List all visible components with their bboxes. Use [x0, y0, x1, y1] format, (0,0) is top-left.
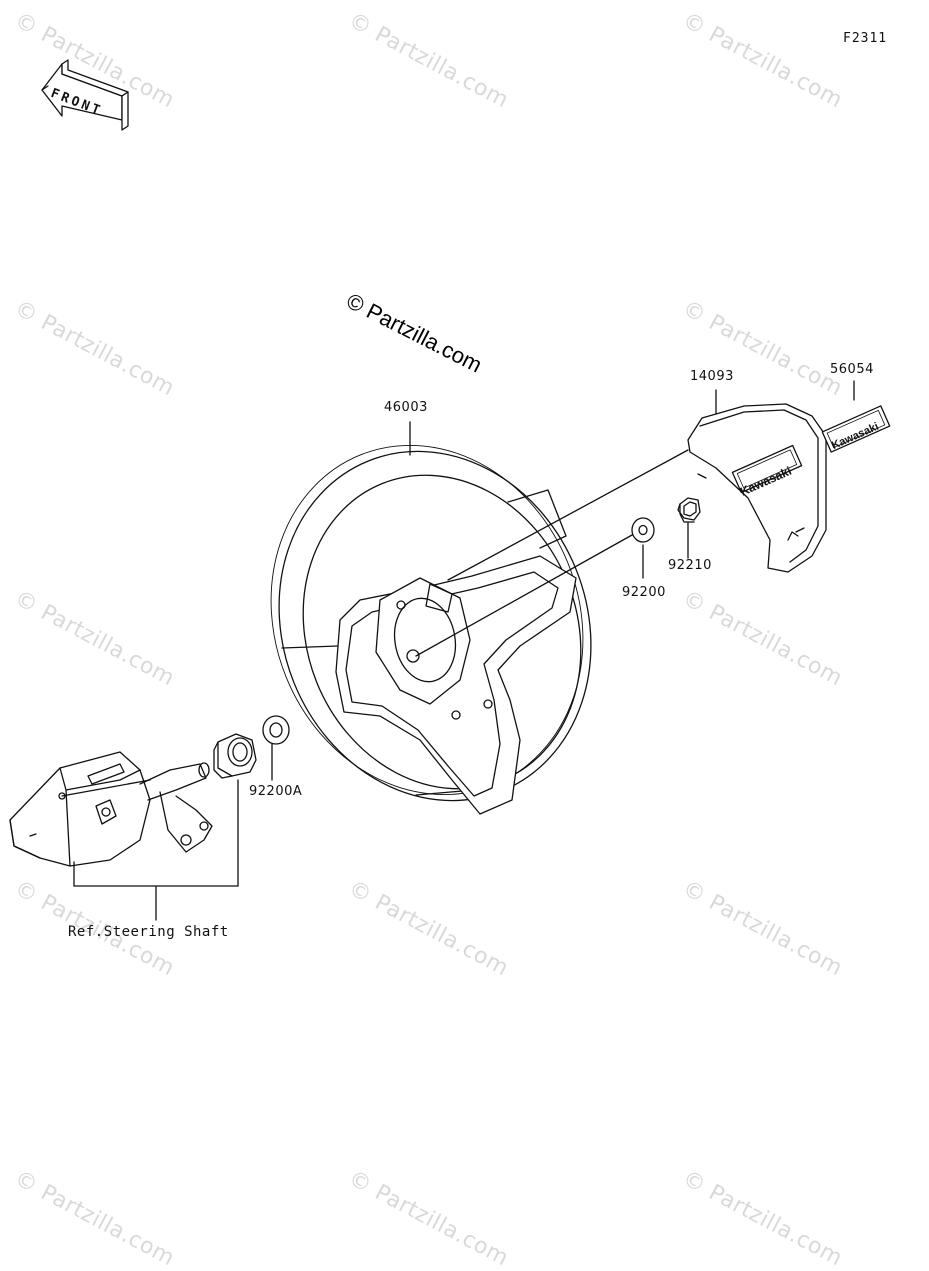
part-number-46003[interactable]: 46003 [384, 400, 428, 415]
steering-wheel [270, 444, 592, 815]
leader-line [447, 449, 689, 581]
steering-shaft-assembly [9, 751, 213, 867]
reference-bracket [73, 779, 239, 921]
part-number-92200[interactable]: 92200 [622, 585, 666, 600]
steering-cover [687, 403, 827, 573]
nut-92210 [677, 497, 701, 523]
diagram-code: F2311 [843, 31, 888, 46]
ref-steering-shaft-label: Ref.Steering Shaft [68, 924, 229, 940]
part-number-56054[interactable]: 56054 [830, 362, 874, 377]
bearing-collar [213, 733, 257, 779]
front-arrow-icon [41, 59, 129, 131]
washer-92200 [631, 517, 655, 543]
washer-92200a [262, 715, 290, 745]
part-number-14093[interactable]: 14093 [690, 369, 734, 384]
kawasaki-emblem [821, 405, 891, 453]
part-number-92200a[interactable]: 92200A [249, 784, 303, 799]
parts-diagram [9, 59, 891, 921]
leader-line [415, 534, 633, 657]
part-number-92210[interactable]: 92210 [668, 558, 712, 573]
